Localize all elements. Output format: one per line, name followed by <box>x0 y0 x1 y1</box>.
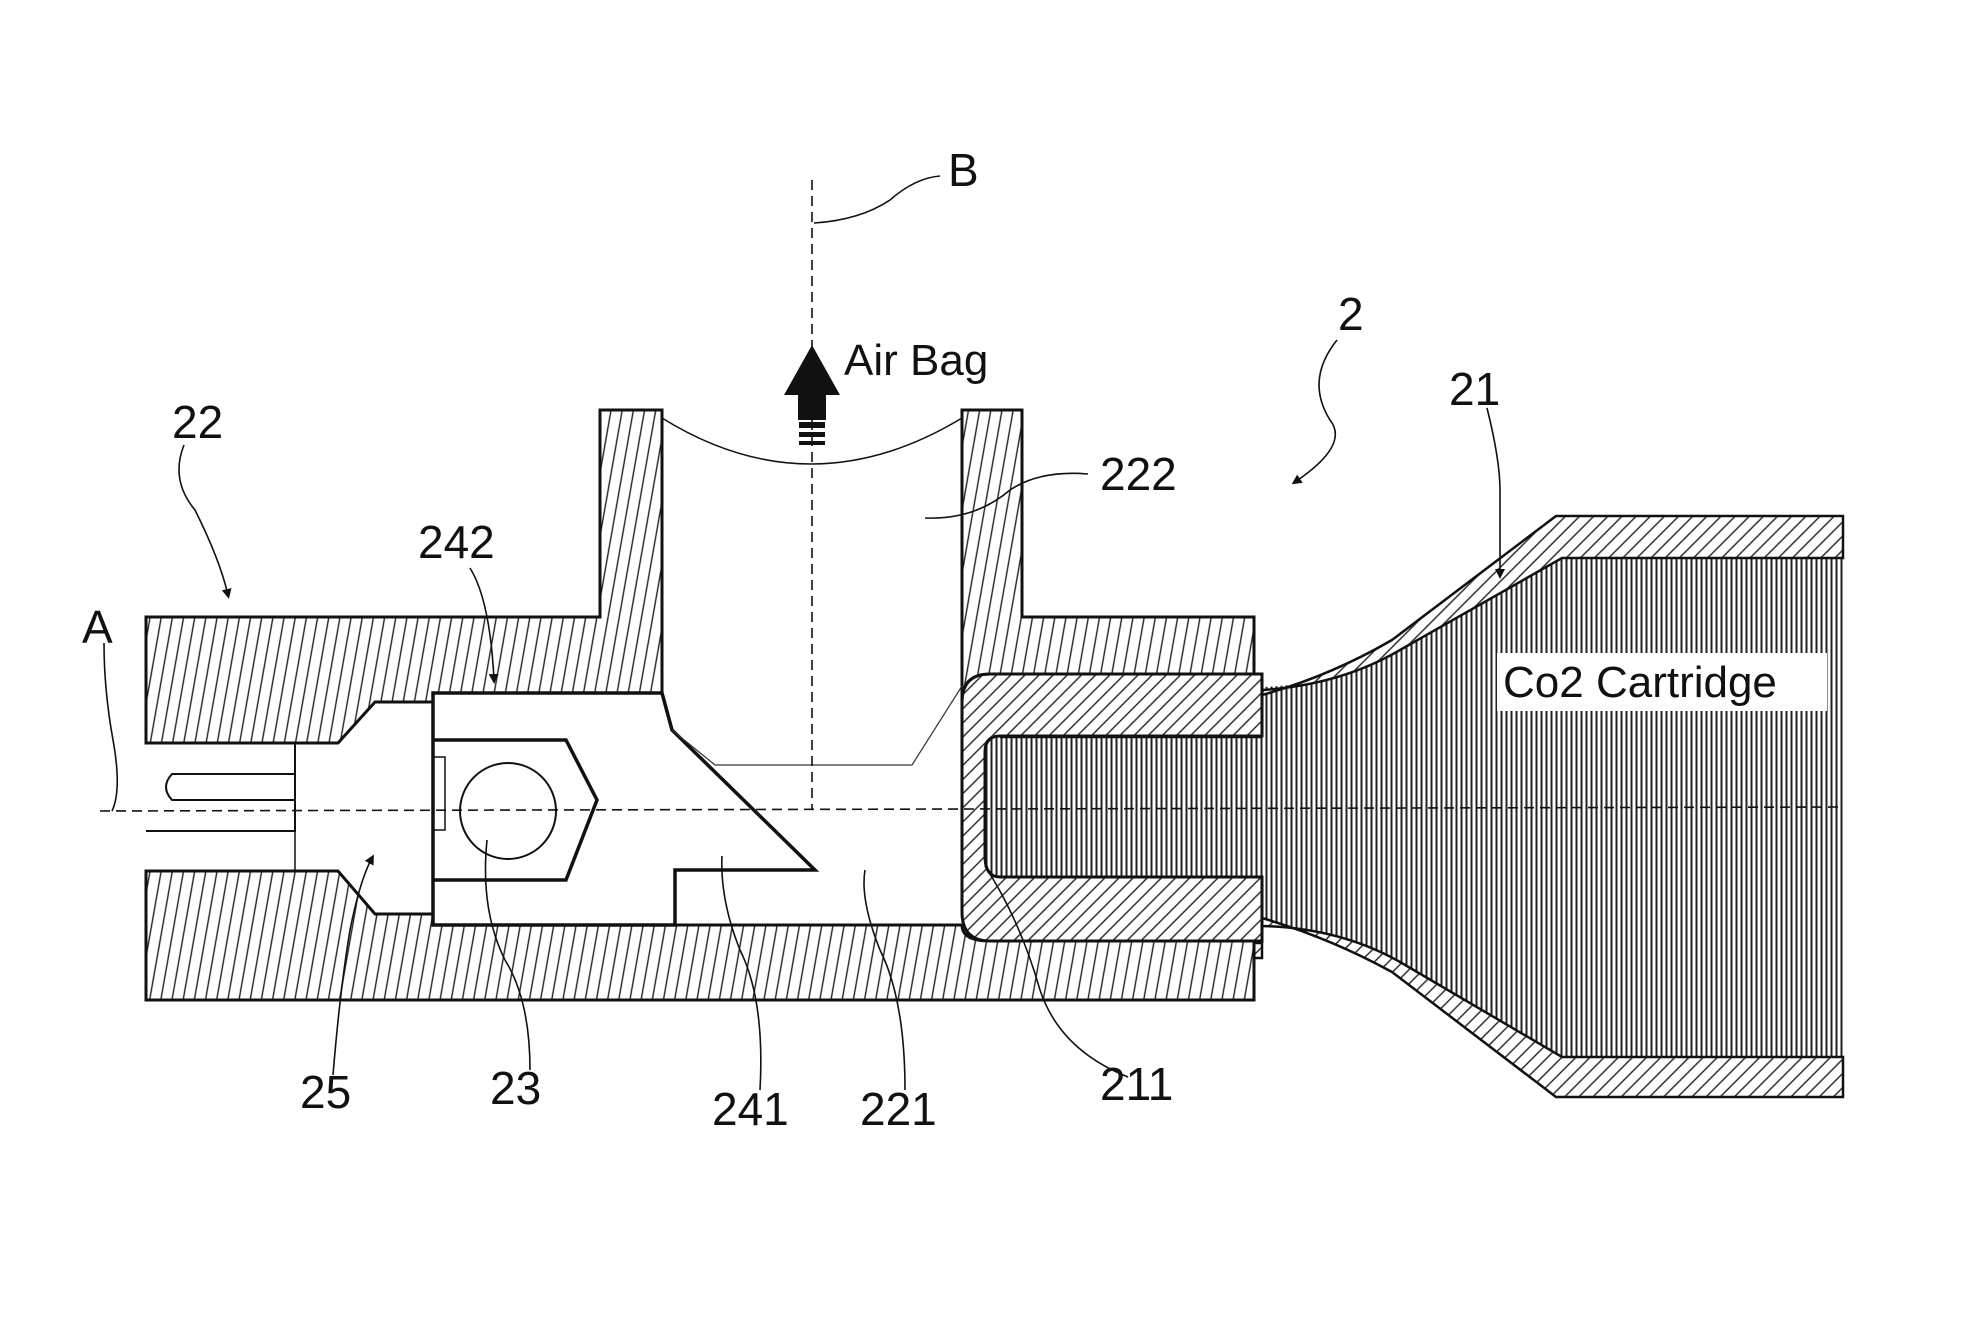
airbag-label: Air Bag <box>844 336 988 385</box>
channel-221 <box>672 686 962 765</box>
leader-22 <box>179 445 228 595</box>
leader-a <box>104 643 117 811</box>
co2-cartridge: Co2 Cartridge <box>960 516 1843 1097</box>
ref-2: 2 <box>1338 288 1364 340</box>
leader-b <box>814 176 940 223</box>
ref-221: 221 <box>860 1083 937 1135</box>
ref-23: 23 <box>490 1062 541 1114</box>
ref-25: 25 <box>300 1066 351 1118</box>
ref-a: A <box>82 601 113 653</box>
ref-b: B <box>948 144 979 196</box>
leader-2 <box>1295 340 1337 482</box>
channel-25 <box>146 743 295 831</box>
leader-21 <box>1487 408 1500 575</box>
ref-211: 211 <box>1100 1058 1173 1110</box>
ref-242: 242 <box>418 516 495 568</box>
cartridge-label: Co2 Cartridge <box>1503 658 1777 707</box>
ref-241: 241 <box>712 1083 789 1135</box>
ref-22: 22 <box>172 396 223 448</box>
slot-25 <box>166 774 295 800</box>
ref-21: 21 <box>1449 363 1500 415</box>
ref-222: 222 <box>1100 448 1177 500</box>
